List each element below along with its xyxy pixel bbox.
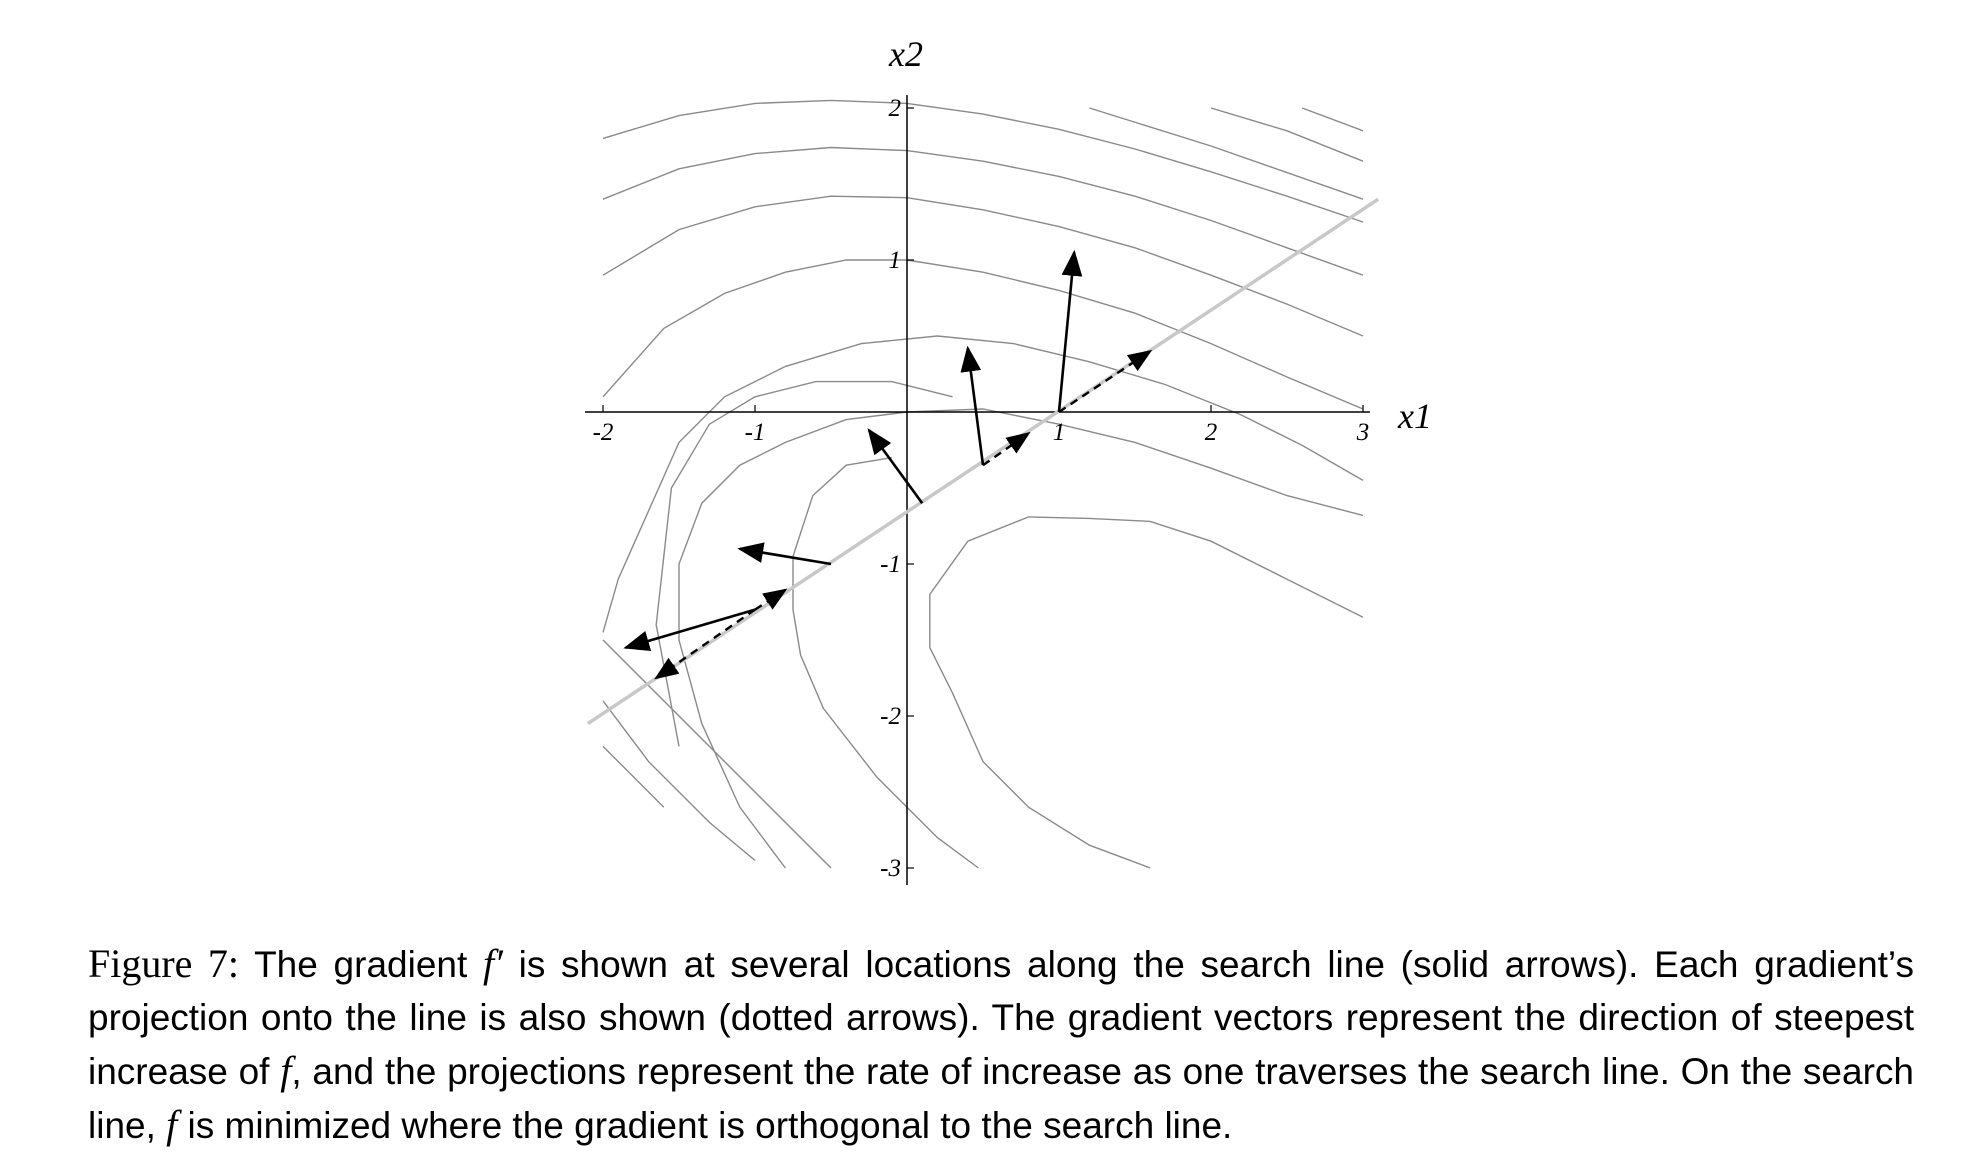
x-tick-label-1: 1 <box>1053 419 1066 446</box>
contour-line-14 <box>1210 107 1364 162</box>
contour-line-12 <box>929 516 1364 869</box>
contour-line-4 <box>602 259 1364 410</box>
axis-ticks: -2 -1 1 2 3 2 1 -1 -2 -3 <box>593 95 1370 882</box>
contour-line-5 <box>602 335 1364 633</box>
y-tick-label--2: -2 <box>880 703 901 730</box>
contour-lines <box>602 99 1364 869</box>
contour-line-13 <box>1089 107 1364 200</box>
caption-text-1: The gradient <box>239 944 483 985</box>
contour-line-7 <box>602 639 832 869</box>
gradient-arrow-5 <box>1057 249 1083 413</box>
x-tick-label-3: 3 <box>1356 419 1370 446</box>
projection-arrow-1 <box>754 588 788 611</box>
gradient-arrow-1 <box>737 542 832 566</box>
x-axis-title: x1 <box>1397 396 1432 436</box>
contour-line-1 <box>602 99 1364 223</box>
x-tick-label--2: -2 <box>593 419 614 446</box>
projection-arrow-3 <box>982 431 1031 467</box>
contour-line-15 <box>1301 107 1364 132</box>
contour-line-10 <box>678 408 1364 869</box>
caption-text-3: , and the projections represent the rate… <box>88 1051 1914 1146</box>
contour-line-6 <box>655 380 953 747</box>
gradient-arrow-3 <box>867 428 924 504</box>
projection-arrow-4 <box>1058 349 1153 413</box>
caption-label: Figure 7: <box>88 941 239 986</box>
contour-plot: -2 -1 1 2 3 2 1 -1 -2 -3 x1 x2 <box>585 34 1432 885</box>
projection-arrow-2 <box>654 608 756 680</box>
y-tick-label--1: -1 <box>880 551 901 578</box>
y-tick-label-2: 2 <box>889 95 902 122</box>
figure-caption: Figure 7: The gradient f′ is shown at se… <box>88 937 1914 1152</box>
contour-line-2 <box>602 146 1364 276</box>
y-tick-label--3: -3 <box>880 855 901 882</box>
axes <box>585 95 1370 885</box>
caption-text-4: is minimized where the gradient is ortho… <box>177 1105 1233 1146</box>
caption-symbol-f: f <box>166 1102 178 1147</box>
caption-symbol-fprime: f′ <box>483 941 503 986</box>
caption-symbol-f: f <box>280 1048 292 1093</box>
x-tick-label--1: -1 <box>745 419 766 446</box>
y-axis-title: x2 <box>888 34 923 74</box>
contour-line-8 <box>602 700 756 861</box>
contour-line-3 <box>602 195 1364 337</box>
gradient-arrow-4 <box>960 345 985 466</box>
x-tick-label-2: 2 <box>1205 419 1218 446</box>
y-tick-label-1: 1 <box>889 247 902 274</box>
gradient-arrow-2 <box>623 608 756 651</box>
gradient-arrows <box>623 249 1153 680</box>
contour-line-9 <box>602 745 665 808</box>
caption-text-2: is shown at several locations along the … <box>88 944 1914 1092</box>
contour-line-11 <box>792 456 979 869</box>
